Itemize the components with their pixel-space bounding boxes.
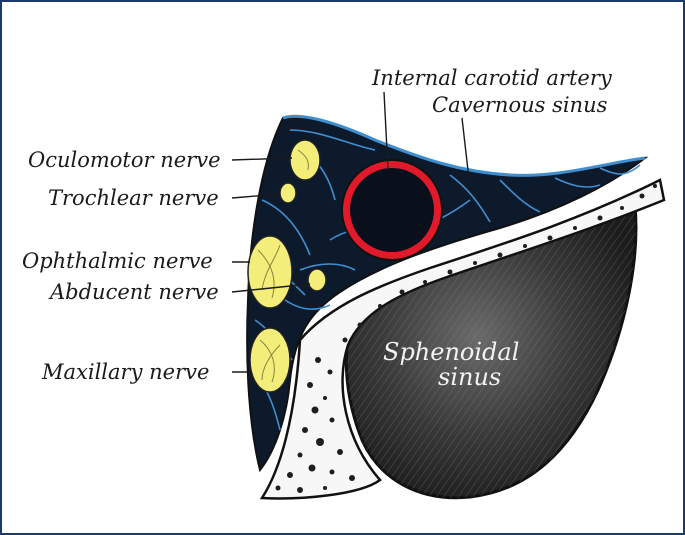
maxillary-nerve-shape <box>250 328 290 392</box>
trochlear-nerve-shape <box>280 183 296 203</box>
label-cavernous-sinus: Cavernous sinus <box>432 93 608 117</box>
internal-carotid-artery-lumen <box>350 168 434 252</box>
label-sphenoidal-line-2: sinus <box>438 363 501 391</box>
oculomotor-nerve-shape <box>290 140 320 180</box>
label-internal-carotid-artery: Internal carotid artery <box>371 66 613 90</box>
label-ophthalmic-nerve: Ophthalmic nerve <box>22 249 213 273</box>
label-trochlear-nerve: Trochlear nerve <box>48 186 219 210</box>
label-sphenoidal-line-1: Sphenoidal <box>383 338 519 366</box>
label-maxillary-nerve: Maxillary nerve <box>41 360 209 384</box>
label-abducent-nerve: Abducent nerve <box>48 280 219 304</box>
ophthalmic-nerve-shape <box>248 236 292 308</box>
abducent-nerve-shape <box>308 269 326 291</box>
label-oculomotor-nerve: Oculomotor nerve <box>28 148 221 172</box>
